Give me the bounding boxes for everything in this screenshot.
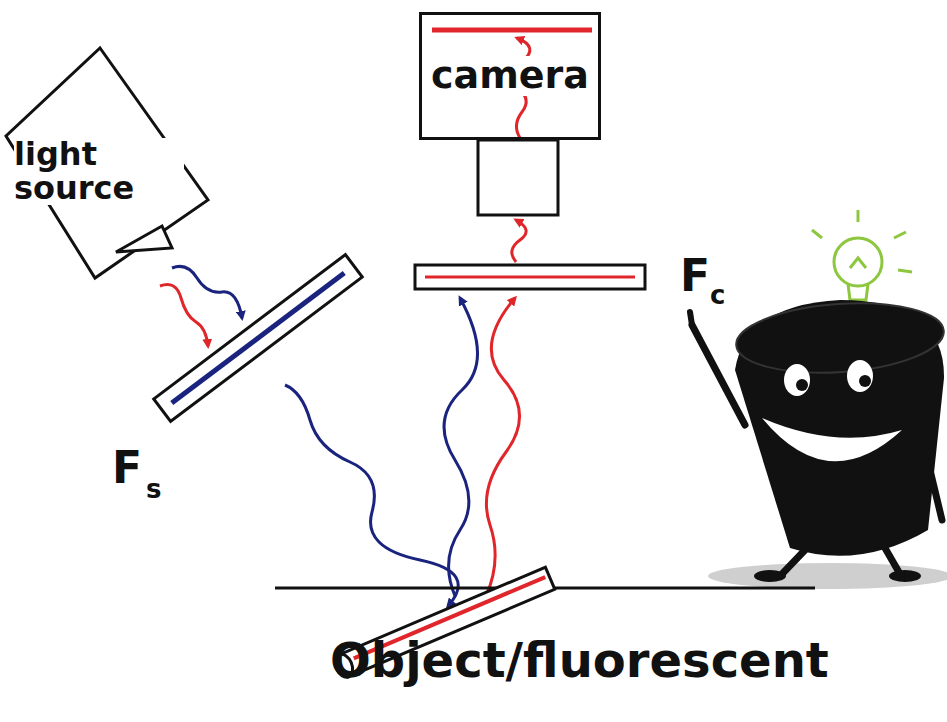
red-light-wave bbox=[512, 220, 526, 262]
red-light-wave bbox=[486, 298, 520, 596]
camera-tube bbox=[478, 140, 558, 215]
filter-letter: F bbox=[680, 250, 710, 301]
node-label: camera bbox=[427, 56, 593, 96]
red-light-wave bbox=[160, 285, 208, 347]
sensor-line bbox=[432, 28, 592, 33]
shadow bbox=[708, 563, 947, 589]
source-filter bbox=[154, 255, 363, 422]
light-bulb bbox=[812, 210, 912, 305]
filter-letter: F bbox=[112, 442, 142, 493]
camera-filter bbox=[415, 265, 645, 289]
blue-light-wave bbox=[444, 298, 477, 596]
camera-box: camera bbox=[419, 12, 601, 140]
mascot bbox=[690, 297, 946, 582]
blue-light-wave bbox=[172, 266, 242, 318]
filter-band bbox=[425, 276, 635, 279]
light-source-box: light source bbox=[0, 40, 215, 285]
filter-subscript: s bbox=[146, 474, 161, 504]
object-label: Object/fluorescent bbox=[330, 632, 829, 688]
node-label: light source bbox=[14, 138, 184, 205]
filter-subscript: c bbox=[710, 280, 725, 310]
blue-light-wave bbox=[285, 385, 458, 606]
